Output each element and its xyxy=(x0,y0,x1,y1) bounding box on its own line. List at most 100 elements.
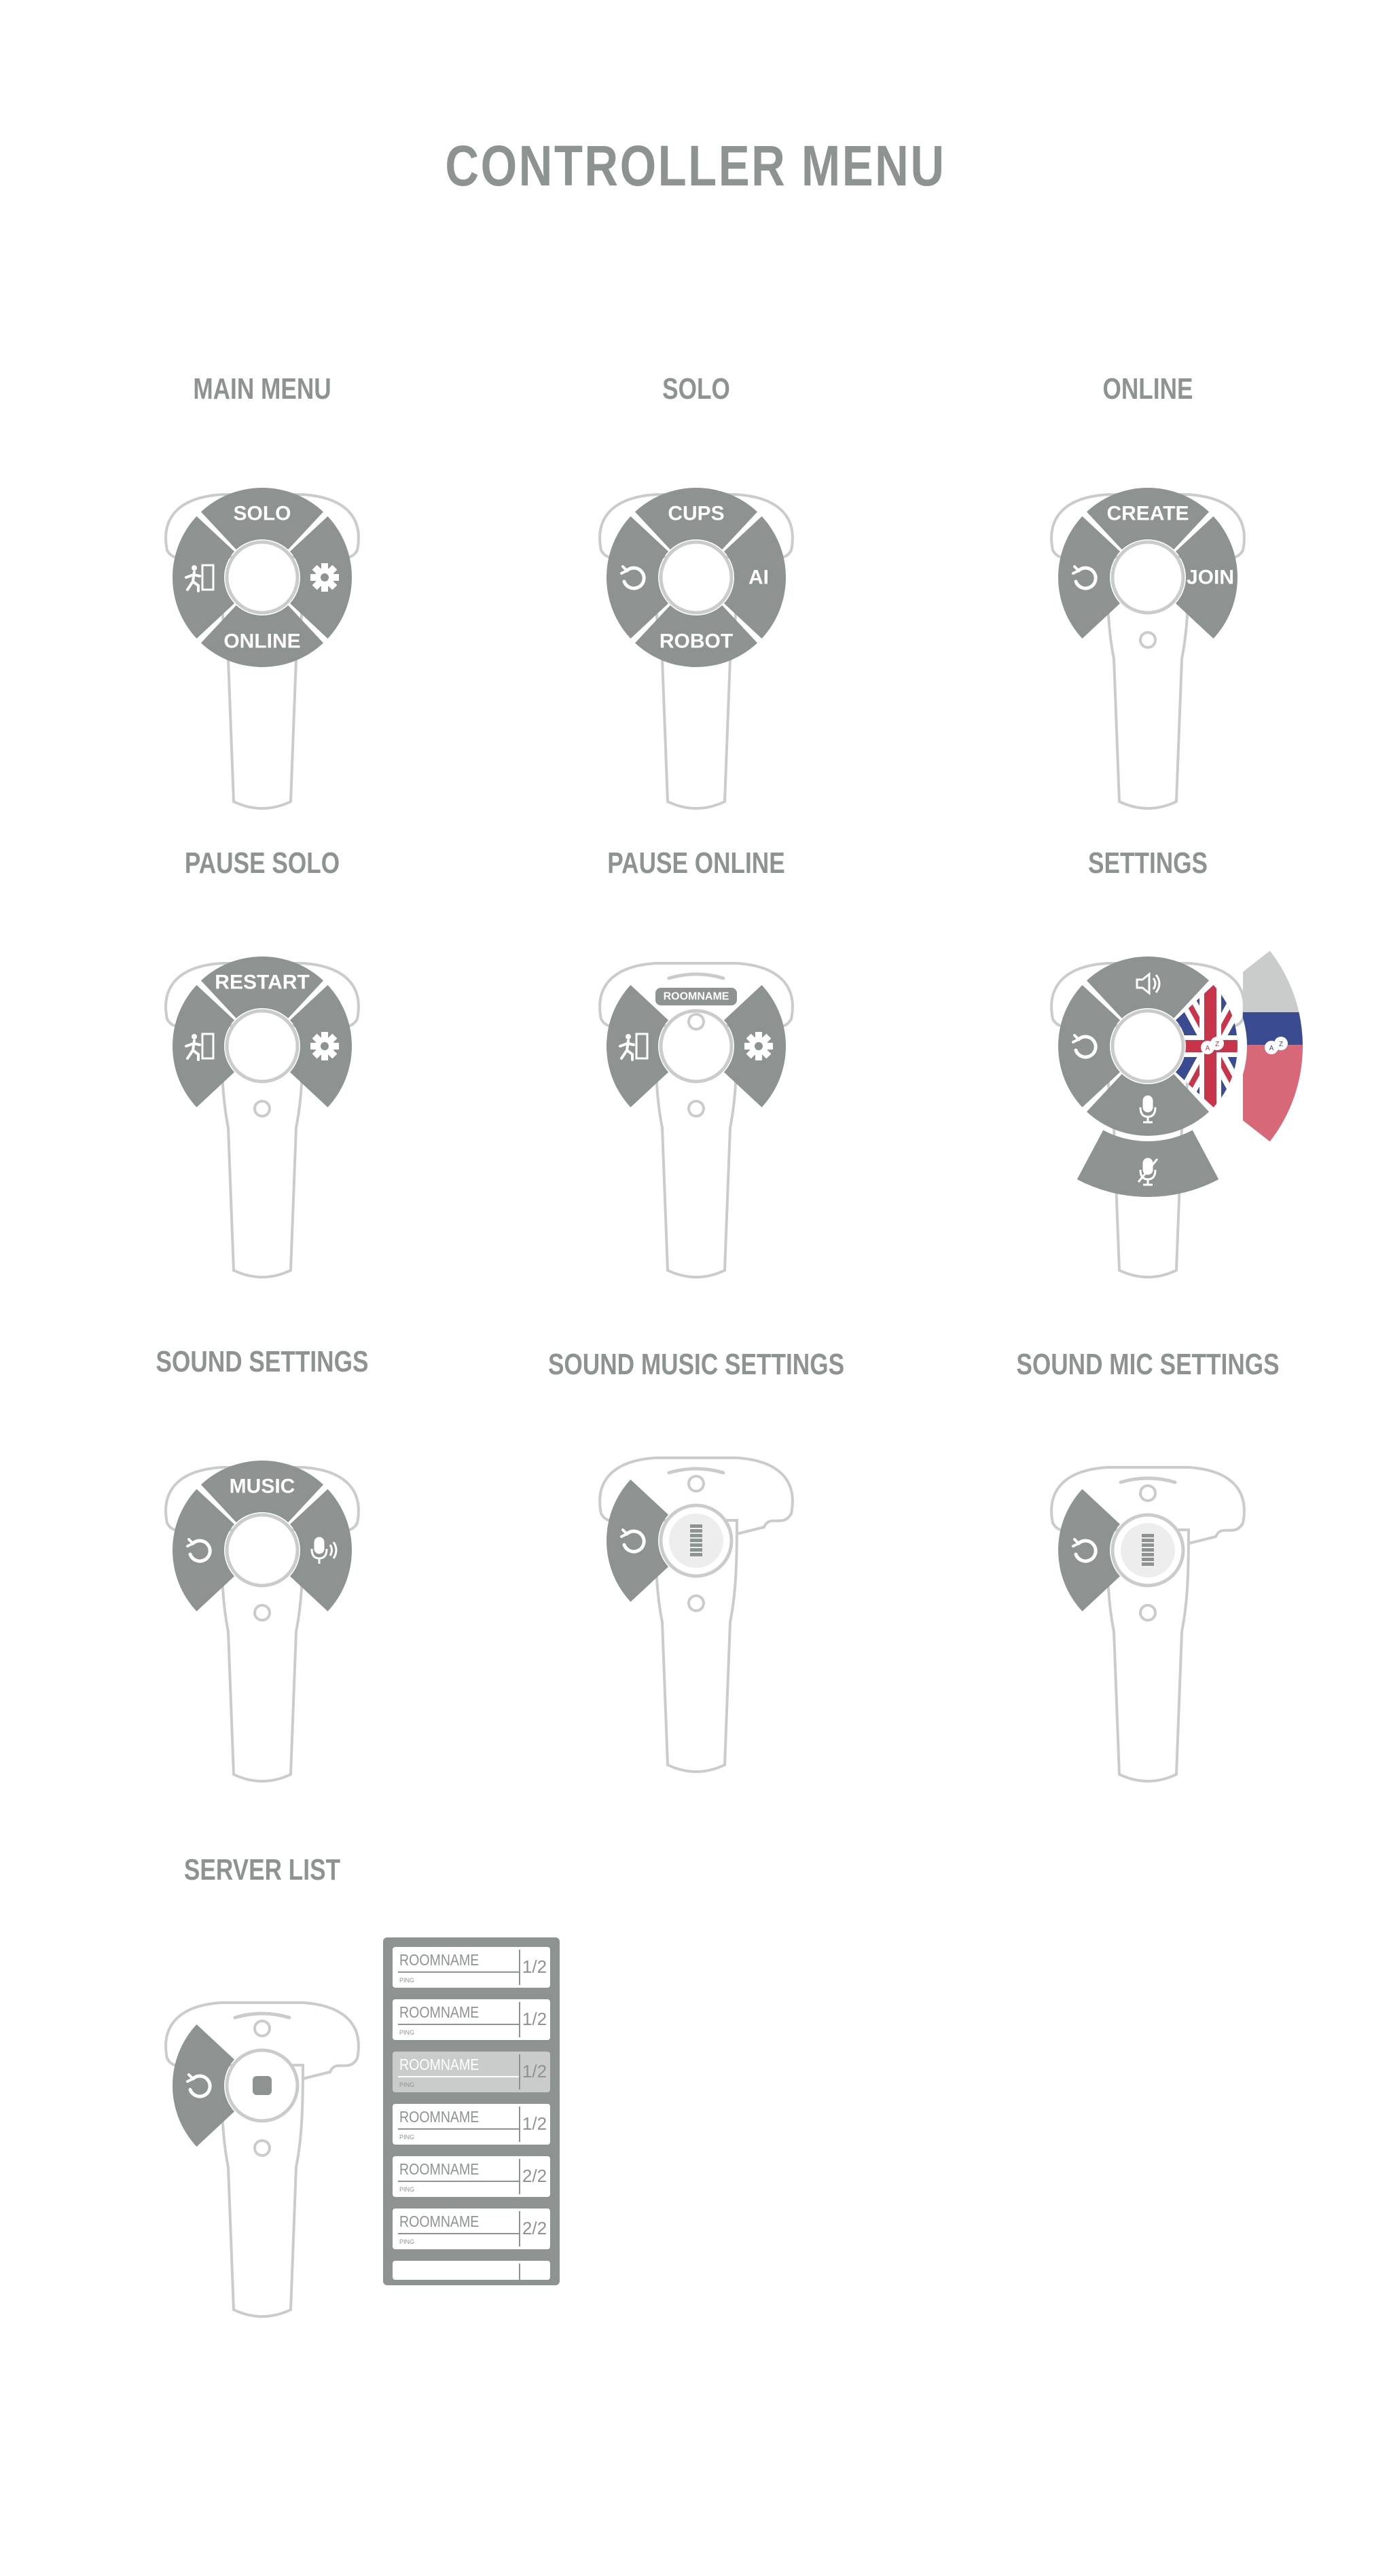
controller-system-button[interactable] xyxy=(687,1100,705,1117)
room-player-count: 1/2 xyxy=(522,2113,547,2134)
controller-system-button[interactable] xyxy=(1139,631,1157,649)
gear-icon xyxy=(744,1032,773,1060)
controller-menu-button[interactable] xyxy=(1139,1484,1157,1502)
bottom-label: ROBOT xyxy=(660,630,733,653)
top-label: MUSIC xyxy=(230,1475,295,1498)
page-title: CONTROLLER MENU xyxy=(445,134,946,198)
room-ping: PING xyxy=(399,2238,415,2245)
right-segment[interactable] xyxy=(1175,516,1238,639)
room-player-count: 1/2 xyxy=(522,2009,547,2029)
microphone-sound-icon xyxy=(310,1537,338,1564)
controller-system-button[interactable] xyxy=(253,1604,271,1622)
controller-8 xyxy=(1050,1466,1246,1783)
controller-4: ROOMNAME xyxy=(598,962,794,1278)
controller-system-button[interactable] xyxy=(253,2139,271,2157)
controller-3: RESTART xyxy=(164,956,360,1278)
top-label: CREATE xyxy=(1106,503,1189,525)
top-segment[interactable] xyxy=(634,488,758,550)
touchpad-center[interactable] xyxy=(659,540,734,615)
controller-7 xyxy=(598,1456,794,1773)
row-divider-line xyxy=(398,2128,519,2130)
controller-9 xyxy=(164,2001,360,2318)
controller-label: SERVER LIST xyxy=(183,1853,341,1886)
top-label: RESTART xyxy=(215,971,309,994)
server-list-row[interactable] xyxy=(393,2261,550,2280)
row-column-divider xyxy=(519,2211,520,2247)
top-segment[interactable] xyxy=(200,956,324,1019)
svg-text:Z: Z xyxy=(1279,1041,1283,1048)
row-column-divider xyxy=(519,1950,520,1985)
svg-text:A: A xyxy=(1269,1045,1274,1052)
bottom-segment[interactable] xyxy=(634,605,758,667)
controller-label: PAUSE ONLINE xyxy=(607,846,785,880)
left-segment[interactable] xyxy=(172,984,235,1108)
room-player-count: 2/2 xyxy=(522,2166,547,2186)
controller-menu-button[interactable] xyxy=(253,2020,271,2037)
row-divider-line xyxy=(398,2233,519,2234)
svg-text:A: A xyxy=(1206,1045,1210,1052)
row-divider-line xyxy=(398,2076,519,2077)
language-icon: A Z xyxy=(1265,1037,1288,1054)
bottom-segment[interactable] xyxy=(200,605,324,667)
touchpad-center[interactable] xyxy=(659,1009,734,1084)
microphone-icon xyxy=(1139,1095,1157,1124)
left-segment[interactable] xyxy=(607,1479,669,1603)
top-segment[interactable] xyxy=(1086,488,1210,550)
row-divider-line xyxy=(398,2024,519,2025)
row-column-divider xyxy=(519,2107,520,2142)
touchpad-center[interactable] xyxy=(225,1009,300,1084)
room-name: ROOMNAME xyxy=(399,1951,480,1969)
touchpad-center[interactable] xyxy=(225,1513,300,1588)
controller-system-button[interactable] xyxy=(687,1594,705,1612)
controller-system-button[interactable] xyxy=(253,1100,271,1117)
back-icon xyxy=(1072,1538,1098,1563)
row-column-divider xyxy=(519,2159,520,2194)
right-segment[interactable] xyxy=(723,516,786,639)
left-segment[interactable] xyxy=(607,516,669,639)
row-divider-line xyxy=(398,1971,519,1973)
controller-handle xyxy=(1105,1528,1191,1783)
controller-crown-slot xyxy=(233,2011,291,2020)
bottom-label: ONLINE xyxy=(223,630,300,653)
right-label: JOIN xyxy=(1187,567,1234,589)
touchpad-center[interactable] xyxy=(225,540,300,615)
left-segment[interactable] xyxy=(1058,1488,1121,1612)
controller-menu-button[interactable] xyxy=(687,1013,705,1031)
left-segment[interactable] xyxy=(607,984,669,1108)
controller-menu-button[interactable] xyxy=(687,1475,705,1492)
top-label: CUPS xyxy=(668,503,724,525)
top-segment[interactable] xyxy=(200,1461,324,1523)
controller-system-button[interactable] xyxy=(1139,1604,1157,1622)
room-ping: PING xyxy=(399,2186,415,2193)
top-segment[interactable] xyxy=(200,488,324,550)
controller-6: MUSIC xyxy=(164,1461,360,1783)
controller-label: SOUND SETTINGS xyxy=(156,1345,369,1378)
back-icon xyxy=(1072,565,1098,590)
left-segment[interactable] xyxy=(172,2024,235,2147)
room-ping: PING xyxy=(399,2081,415,2088)
controller-label: PAUSE SOLO xyxy=(184,846,340,880)
left-segment[interactable] xyxy=(1058,516,1121,639)
left-segment[interactable] xyxy=(172,516,235,639)
room-player-count: 1/2 xyxy=(522,1956,547,1977)
volume-slider-icon xyxy=(690,1524,702,1556)
back-icon xyxy=(620,1528,646,1554)
left-segment[interactable] xyxy=(1058,984,1121,1108)
top-segment[interactable] xyxy=(1086,956,1210,1019)
room-player-count: 2/2 xyxy=(522,2218,547,2238)
left-segment[interactable] xyxy=(172,1488,235,1612)
controller-label: ONLINE xyxy=(1102,372,1193,406)
controller-label: SOUND MIC SETTINGS xyxy=(1016,1348,1280,1381)
touchpad-center[interactable] xyxy=(1110,1009,1185,1084)
exit-icon xyxy=(185,564,215,592)
volume-slider-icon xyxy=(1142,1534,1154,1566)
touchpad-center[interactable] xyxy=(1110,540,1185,615)
